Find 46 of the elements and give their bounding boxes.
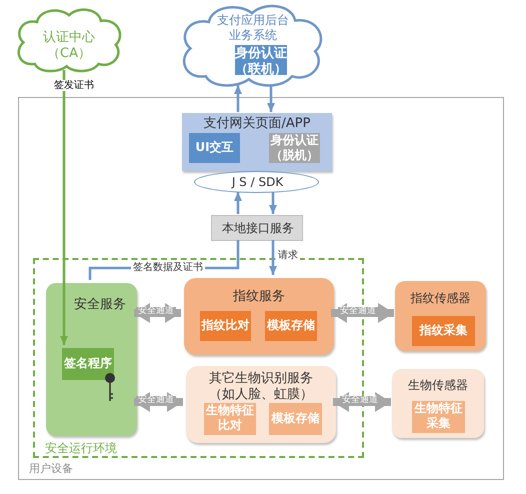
service-box [211,215,303,241]
page-box [182,113,332,171]
edge-label: 签名数据及证书 [131,262,205,273]
label-text: 指纹比对 [200,318,250,333]
label-text: 支付应用后台业务系统 [216,13,290,43]
label-text: 认证中心（CA） [43,30,95,62]
label-text: UI交互 [194,140,235,155]
channel-arrow [134,303,181,323]
label-text: 生物传感器 [407,378,469,393]
label-text: 安全运行环境 [45,441,118,456]
box [62,348,114,380]
arrow [269,240,277,275]
box [200,311,251,341]
box [265,311,317,341]
rounded-box [186,366,336,443]
label-text: 支付网关页面/APP [202,116,312,132]
device-frame [18,97,504,480]
label-text: 安全服务 [73,297,127,314]
arrow [60,70,68,345]
label-text: 指纹传感器 [410,291,472,306]
rounded-box [392,369,484,438]
box [189,133,240,163]
label-text: 生物特征比对 [206,403,254,433]
arrow [234,85,242,112]
rounded-box [395,281,486,351]
label-text: 指纹服务 [232,289,286,306]
label-text: 指纹采集 [418,323,468,338]
rounded-box [184,278,334,355]
label-text: 用户设备 [29,462,74,476]
edge-label: 签发证书 [52,80,96,91]
edge-label: 请求 [276,250,300,261]
arrow [267,85,275,112]
label-text: 模板存储 [266,318,316,333]
label-text: 身份认证（脱机） [270,133,320,163]
label-text: 生物特征采集 [414,401,463,431]
label-text: 签名程序 [63,356,113,371]
arrow [269,192,277,214]
box [412,316,475,346]
arrow [234,192,242,214]
box [269,403,322,435]
label-text: 身份认证（联机） [235,46,287,78]
label-text: 模板存储 [270,411,320,426]
rounded-box [46,283,137,436]
label-text: 其它生物识别服务（如人脸、虹膜） [208,371,314,404]
label-text: 本地接口服务 [221,221,295,236]
label-text: J S / SDK [230,175,284,190]
